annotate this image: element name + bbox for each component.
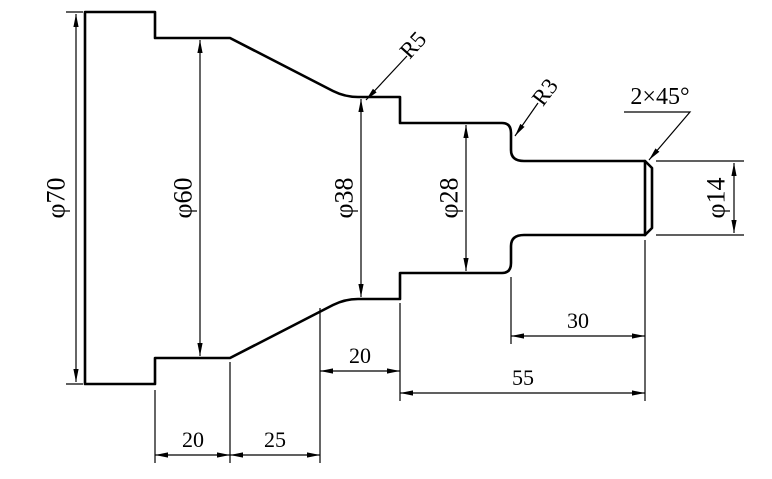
dim-len-taper-label: 25 [264,427,286,452]
part-outline [83,10,654,386]
callout-r3-leader [514,102,539,137]
dim-dia14: φ14 [656,160,744,236]
callout-chamfer-label: 2×45° [630,84,689,110]
dim-len-38-section: 20 [320,303,401,401]
dim-len-taper: 25 [230,308,321,463]
dim-len-60-section: 20 [154,362,231,463]
callout-chamfer-leader [624,111,692,161]
dim-dia28: φ28 [435,125,469,271]
dim-len-60-label: 20 [182,427,204,452]
dim-dia70-label: φ70 [42,177,71,218]
dim-dia60: φ60 [169,40,203,356]
dim-len-30: 30 [510,277,645,344]
callout-r5: R5 [365,27,432,101]
callout-r5-label: R5 [395,27,432,64]
dim-dia28-label: φ28 [435,177,464,218]
dim-dia70-extension-lines [66,11,83,385]
dim-len-30-label: 30 [567,308,589,333]
dim-dia14-extension-lines [656,160,744,236]
callout-r3-label: R3 [527,74,563,110]
dim-dia70: φ70 [42,11,83,385]
dim-len-55: 55 [400,240,646,401]
dim-dia60-label: φ60 [169,177,198,218]
dim-len-60-extension-lines [154,362,231,463]
dim-dia38-label: φ38 [330,177,359,218]
dim-dia38: φ38 [330,99,364,297]
dim-len-38-label: 20 [349,343,371,368]
callout-r3: R3 [514,74,563,137]
callout-r5-leader [365,55,408,101]
dim-len-55-label: 55 [512,365,534,390]
dim-dia14-label: φ14 [702,177,731,218]
callout-chamfer: 2×45° [624,84,692,161]
